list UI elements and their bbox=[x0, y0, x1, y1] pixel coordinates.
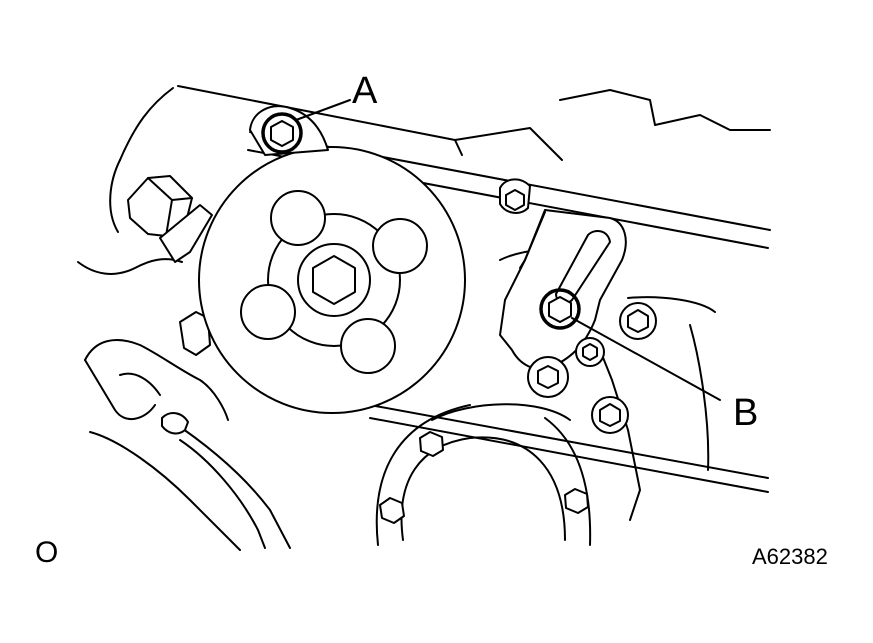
idler-bolt bbox=[499, 178, 531, 214]
pulley bbox=[198, 146, 466, 414]
adjusting-bracket bbox=[499, 209, 627, 398]
bolt-b-icon bbox=[539, 288, 581, 330]
callout-label-b: B bbox=[733, 392, 759, 434]
bolt-a-icon bbox=[261, 112, 303, 154]
block-bolts bbox=[591, 302, 657, 434]
pulley-hole-bottom bbox=[340, 318, 396, 374]
leader-line-a bbox=[295, 99, 351, 121]
figure-number: A62382 bbox=[752, 544, 828, 569]
crank-pulley bbox=[375, 404, 592, 546]
crank-pulley-bolt bbox=[379, 431, 589, 524]
leader-line-b bbox=[571, 317, 721, 401]
pulley-center-hex-icon bbox=[312, 255, 356, 305]
bolt-a-bracket bbox=[249, 105, 329, 156]
sensor-bracket bbox=[127, 175, 213, 356]
callout-label-a: A bbox=[352, 70, 378, 112]
pulley-hole-right bbox=[372, 218, 428, 274]
hose-and-clamp bbox=[84, 339, 291, 551]
pulley-hole-left bbox=[240, 284, 296, 340]
corner-mark: O bbox=[35, 536, 59, 569]
pulley-hole-top bbox=[270, 190, 326, 246]
